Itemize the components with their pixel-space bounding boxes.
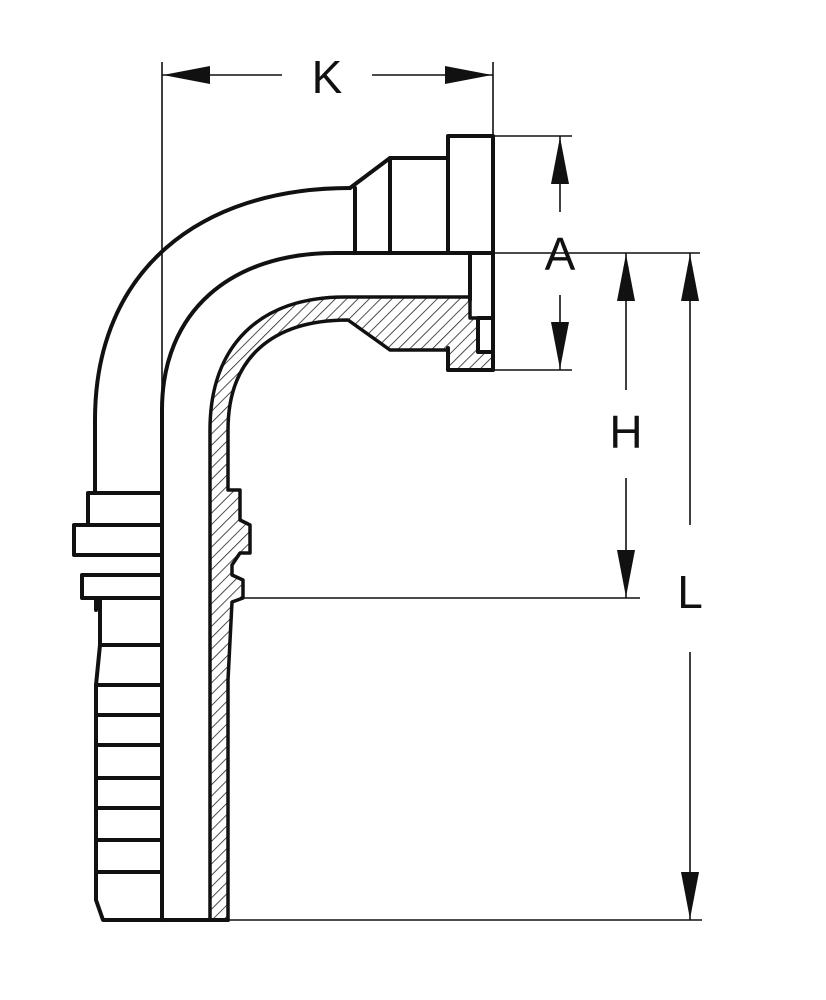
elbow-fitting xyxy=(72,134,495,922)
flange-groove xyxy=(476,316,495,354)
l-arrow-bottom xyxy=(681,872,699,919)
k-arrow-left xyxy=(163,66,210,84)
a-label: A xyxy=(545,228,576,280)
hose-tail-outer xyxy=(94,598,164,922)
collar-ring-lower xyxy=(80,573,164,612)
elbow-outer-contour xyxy=(93,186,352,495)
dimension-h: H xyxy=(243,252,700,599)
hose-barbs xyxy=(94,643,164,874)
a-arrow-bottom xyxy=(551,322,569,369)
dimension-l: L xyxy=(228,253,703,921)
h-arrow-top xyxy=(617,254,635,301)
h-label: H xyxy=(609,406,642,458)
l-label: L xyxy=(677,566,703,618)
l-arrow-top xyxy=(681,254,699,301)
k-label: K xyxy=(312,51,343,103)
h-arrow-bottom xyxy=(617,550,635,597)
sectioned-wall xyxy=(208,251,495,922)
flange-neck xyxy=(348,156,450,255)
dimension-k: K xyxy=(161,51,494,493)
k-arrow-right xyxy=(445,66,492,84)
collar-ring-upper xyxy=(72,491,164,557)
a-arrow-top xyxy=(551,137,569,184)
dimension-a: A xyxy=(493,135,576,371)
elbow-inner-contour xyxy=(160,251,472,495)
